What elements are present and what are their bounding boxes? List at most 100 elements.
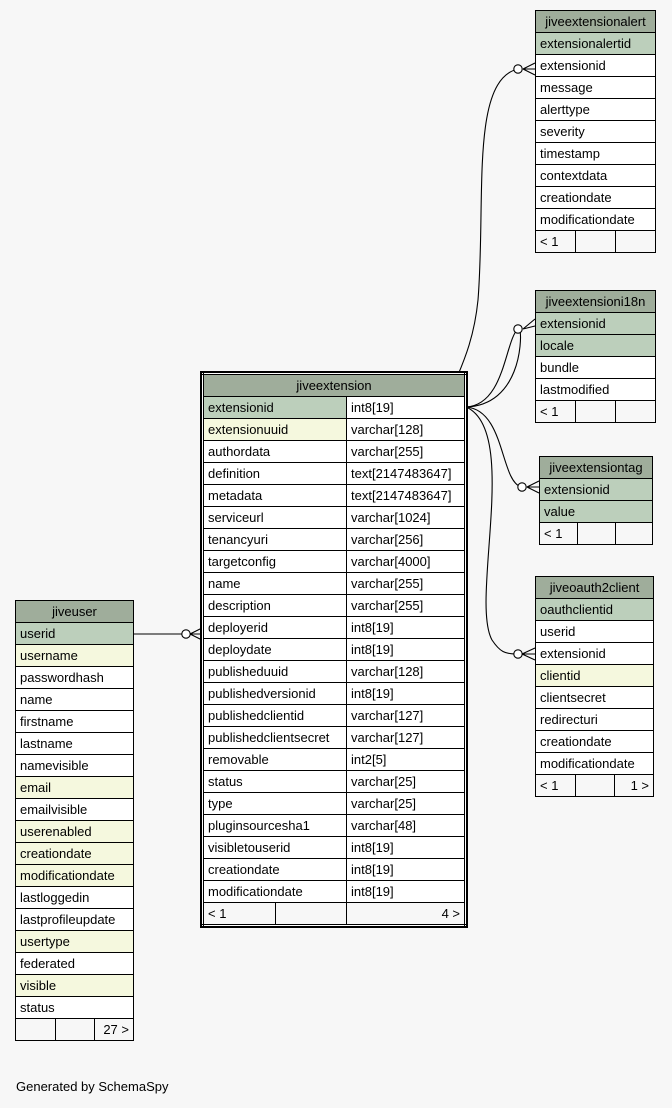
table-title[interactable]: jiveoauth2client — [535, 576, 654, 599]
column-type: varchar[128] — [346, 660, 466, 683]
parents-count[interactable]: < 1 — [202, 902, 276, 926]
column-userenabled: userenabled — [15, 820, 134, 843]
footer-spacer — [575, 400, 616, 423]
column-type: varchar[256] — [346, 528, 466, 551]
column-namevisible: namevisible — [15, 754, 134, 777]
table-jiveuser[interactable]: jiveuser userid username passwordhash na… — [15, 600, 134, 1041]
column-extensionalertid: extensionalertid — [535, 32, 656, 55]
table-jiveoauth2client[interactable]: jiveoauth2client oauthclientid userid ex… — [535, 576, 654, 797]
column-lastname: lastname — [15, 732, 134, 755]
column-type: varchar[127] — [346, 704, 466, 727]
table-title[interactable]: jiveextension — [202, 373, 466, 397]
table-title[interactable]: jiveextensioni18n — [535, 290, 656, 313]
optional-marker — [517, 482, 527, 492]
column-type: varchar[127] — [346, 726, 466, 749]
column-modificationdate: modificationdate — [535, 752, 654, 775]
column-type: int8[19] — [346, 638, 466, 661]
column-emailvisible: emailvisible — [15, 798, 134, 821]
column-passwordhash: passwordhash — [15, 666, 134, 689]
column-severity: severity — [535, 120, 656, 143]
column-type: int2[5] — [346, 748, 466, 771]
link-extension-alert — [450, 68, 519, 408]
link-extension-oauth2 — [465, 406, 518, 655]
column-contextdata: contextdata — [535, 164, 656, 187]
parents-count[interactable]: < 1 — [535, 774, 576, 797]
column-redirecturi: redirecturi — [535, 708, 654, 731]
children-count[interactable] — [615, 230, 656, 253]
table-jiveextensiontag[interactable]: jiveextensiontag extensionid value < 1 — [539, 456, 653, 545]
table-title[interactable]: jiveextensionalert — [535, 10, 656, 33]
column-clientid: clientid — [535, 664, 654, 687]
column-lastloggedin: lastloggedin — [15, 886, 134, 909]
table-title[interactable]: jiveextensiontag — [539, 456, 653, 479]
table-jiveextensioni18n[interactable]: jiveextensioni18n extensionid locale bun… — [535, 290, 656, 423]
column-extensionid: extensionid — [535, 312, 656, 335]
column-status: status — [15, 996, 134, 1019]
column-name: visibletouserid — [202, 836, 347, 859]
column-type: text[2147483647] — [346, 462, 466, 485]
column-alerttype: alerttype — [535, 98, 656, 121]
table-title[interactable]: jiveuser — [15, 600, 134, 623]
optional-marker — [513, 649, 523, 659]
parents-count[interactable] — [15, 1018, 56, 1041]
column-clientsecret: clientsecret — [535, 686, 654, 709]
column-name: extensionuuid — [202, 418, 347, 441]
children-count[interactable] — [615, 522, 653, 545]
footer-spacer — [575, 230, 616, 253]
parents-count[interactable]: < 1 — [539, 522, 578, 545]
column-extensionid: extensionid — [535, 54, 656, 77]
generated-by-caption: Generated by SchemaSpy — [16, 1079, 169, 1094]
column-locale: locale — [535, 334, 656, 357]
column-name: tenancyuri — [202, 528, 347, 551]
column-visible: visible — [15, 974, 134, 997]
parents-count[interactable]: < 1 — [535, 230, 576, 253]
children-count[interactable]: 27 > — [94, 1018, 134, 1041]
column-name: modificationdate — [202, 880, 347, 903]
children-count[interactable] — [615, 400, 656, 423]
footer-spacer — [55, 1018, 95, 1041]
column-name: deployerid — [202, 616, 347, 639]
column-creationdate: creationdate — [15, 842, 134, 865]
column-type: varchar[48] — [346, 814, 466, 837]
footer-spacer — [577, 522, 616, 545]
link-extension-i18n — [465, 328, 519, 408]
column-userid: userid — [15, 622, 134, 645]
column-bundle: bundle — [535, 356, 656, 379]
column-name: publishedversionid — [202, 682, 347, 705]
column-type: varchar[255] — [346, 572, 466, 595]
children-count[interactable]: 4 > — [346, 902, 466, 926]
column-extensionid: extensionid — [535, 642, 654, 665]
column-type: varchar[1024] — [346, 506, 466, 529]
column-name: name — [202, 572, 347, 595]
column-message: message — [535, 76, 656, 99]
children-count[interactable]: 1 > — [614, 774, 654, 797]
column-type: int8[19] — [346, 396, 466, 419]
column-name: definition — [202, 462, 347, 485]
column-name: creationdate — [202, 858, 347, 881]
column-modificationdate: modificationdate — [15, 864, 134, 887]
table-jiveextensionalert[interactable]: jiveextensionalert extensionalertid exte… — [535, 10, 656, 253]
column-userid: userid — [535, 620, 654, 643]
column-type: varchar[25] — [346, 770, 466, 793]
column-creationdate: creationdate — [535, 186, 656, 209]
column-username: username — [15, 644, 134, 667]
column-type: varchar[255] — [346, 440, 466, 463]
column-name: targetconfig — [202, 550, 347, 573]
parents-count[interactable]: < 1 — [535, 400, 576, 423]
column-modificationdate: modificationdate — [535, 208, 656, 231]
